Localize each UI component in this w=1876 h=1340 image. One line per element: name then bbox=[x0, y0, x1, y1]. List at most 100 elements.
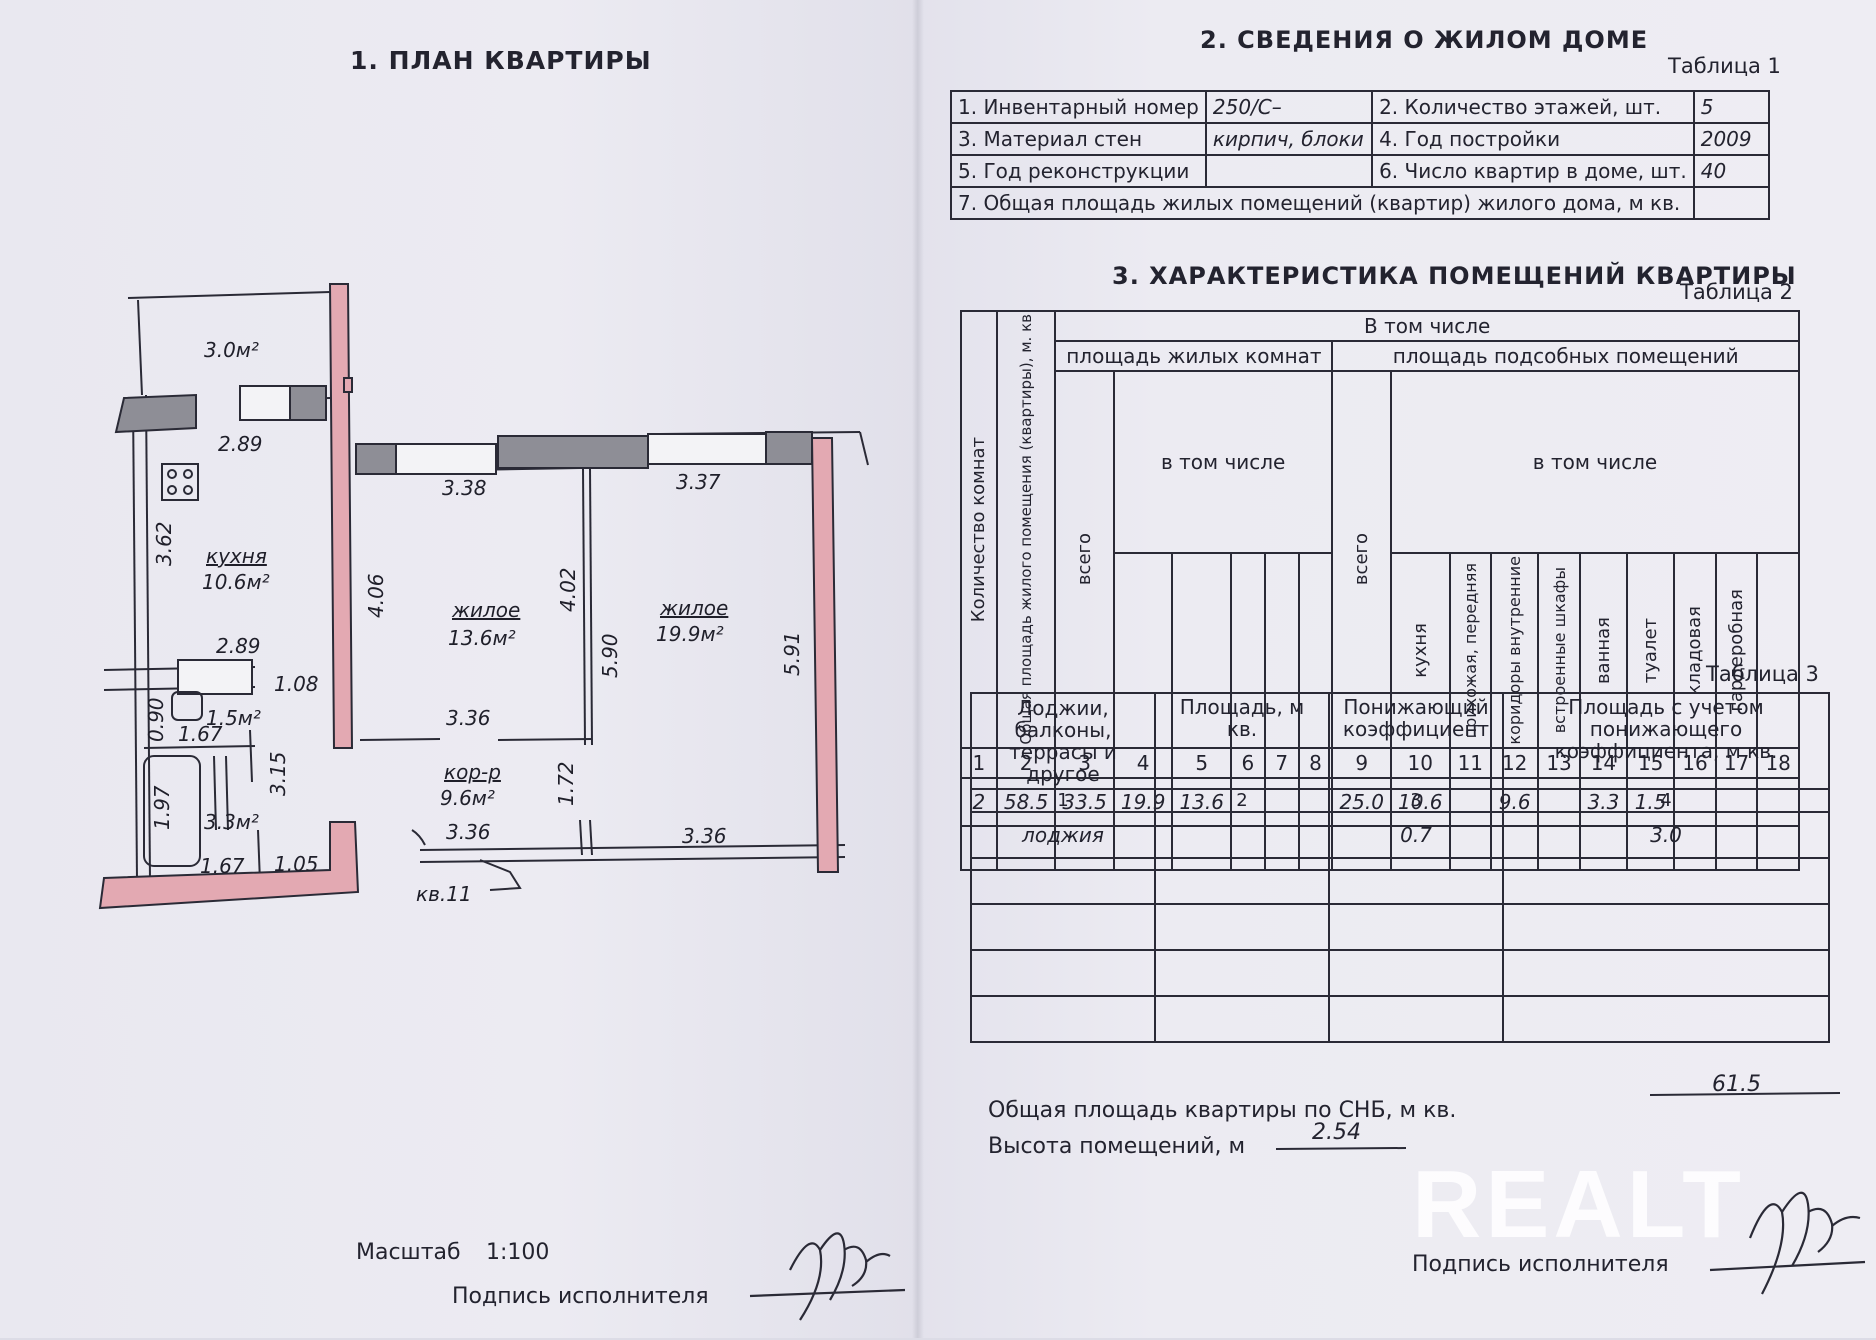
col-aux-all-header: всего bbox=[1351, 533, 1373, 586]
kitchen-label: кухня bbox=[206, 544, 267, 568]
value-cell: 250/С– bbox=[1204, 90, 1374, 124]
rooms-title: 3. ХАРАКТЕРИСТИКА ПОМЕЩЕНИЙ КВАРТИРЫ bbox=[1112, 262, 1797, 290]
value-cell: 0.7 bbox=[1328, 811, 1504, 859]
value-cell bbox=[970, 995, 1156, 1043]
value-cell bbox=[1502, 949, 1830, 997]
total-area-value: 61.5 bbox=[1712, 1072, 1761, 1097]
label-cell: 5. Год реконструкции bbox=[950, 154, 1207, 188]
value-cell: 3.0 bbox=[1502, 811, 1830, 859]
room-height-value: 2.54 bbox=[1312, 1120, 1361, 1145]
dim-3-15: 3.15 bbox=[266, 751, 290, 796]
value-cell: 5 bbox=[1692, 90, 1771, 124]
dim-2-89-top: 2.89 bbox=[218, 432, 263, 456]
dim-3-38: 3.38 bbox=[442, 476, 487, 500]
dim-3-62: 3.62 bbox=[152, 521, 176, 566]
table1-caption: Таблица 1 bbox=[1668, 54, 1781, 78]
aux-including-header: в том числе bbox=[1389, 369, 1801, 555]
label-cell: 2. Количество этажей, шт. bbox=[1371, 90, 1695, 124]
aux-area-header: площадь подсобных помещений bbox=[1331, 340, 1800, 372]
room2-label: жилое bbox=[660, 596, 729, 620]
table-row: 1. Инвентарный номер 250/С– 2. Количеств… bbox=[950, 90, 1771, 124]
living-area-header: площадь жилых комнат bbox=[1054, 340, 1334, 372]
floor-plan: 3.0м² 2.89 3.62 кухня 10.6м² 2.89 1.08 0… bbox=[0, 0, 918, 1338]
value-cell bbox=[970, 949, 1156, 997]
column-number-row: 1 2 3 4 bbox=[970, 788, 1830, 813]
room-height-label: Высота помещений, м bbox=[988, 1134, 1246, 1159]
room2-area: 19.9м² bbox=[656, 622, 724, 646]
dim-3-36-bottom: 3.36 bbox=[682, 824, 727, 848]
table2-caption: Таблица 2 bbox=[1680, 280, 1793, 304]
col-header: Лоджии, балконы, террасы и другое bbox=[970, 692, 1156, 790]
table-row bbox=[970, 903, 1830, 951]
corridor-area: 9.6м² bbox=[440, 786, 495, 810]
room1-area: 13.6м² bbox=[448, 626, 516, 650]
aux-col-header: кухня bbox=[1409, 622, 1431, 678]
value-cell bbox=[1328, 949, 1504, 997]
toilet-area: 1.5м² bbox=[206, 706, 261, 730]
value-cell: лоджия bbox=[970, 811, 1156, 859]
corridor-label: кор-р bbox=[444, 760, 501, 784]
table-row bbox=[970, 857, 1830, 905]
table-row: 3. Материал стен кирпич, блоки 4. Год по… bbox=[950, 122, 1771, 156]
kitchen-area: 10.6м² bbox=[202, 570, 270, 594]
col-number: 1 bbox=[970, 788, 1156, 813]
left-signature-label: Подпись исполнителя bbox=[452, 1284, 709, 1309]
plan-title: 1. ПЛАН КВАРТИРЫ bbox=[350, 46, 652, 75]
label-cell: 3. Материал стен bbox=[950, 122, 1207, 156]
value-cell bbox=[1328, 903, 1504, 951]
label-cell: 4. Год постройки bbox=[1371, 122, 1695, 156]
bath-area: 3.3м² bbox=[204, 810, 259, 834]
value-cell bbox=[1502, 903, 1830, 951]
dim-1-08: 1.08 bbox=[274, 672, 319, 696]
table-row: 5. Год реконструкции 6. Число квартир в … bbox=[950, 154, 1771, 188]
total-value-cell bbox=[1692, 186, 1771, 220]
value-cell bbox=[970, 857, 1156, 905]
total-area-label: Общая площадь квартиры по СНБ, м кв. bbox=[988, 1098, 1457, 1123]
table-row: лоджия 0.7 3.0 bbox=[970, 811, 1830, 859]
floor-plan-drawing bbox=[98, 283, 869, 910]
value-cell bbox=[1154, 811, 1330, 859]
value-cell bbox=[1502, 857, 1830, 905]
col-living-all-header: всего bbox=[1074, 533, 1096, 586]
col-count-header: Количество комнат bbox=[968, 436, 990, 622]
dim-1-05: 1.05 bbox=[274, 852, 319, 876]
dim-1-67-top: 1.67 bbox=[178, 722, 223, 746]
dim-1-67-bottom: 1.67 bbox=[200, 854, 245, 878]
dim-1-97: 1.97 bbox=[150, 785, 174, 830]
value-cell: 2009 bbox=[1692, 122, 1771, 156]
loggia-table: Лоджии, балконы, террасы и другое Площад… bbox=[970, 692, 1830, 1043]
value-cell: кирпич, блоки bbox=[1204, 122, 1374, 156]
col-header: Площадь с учетом понижающего коэффициент… bbox=[1502, 692, 1830, 790]
value-cell bbox=[1154, 995, 1330, 1043]
table3-caption: Таблица 3 bbox=[1706, 662, 1819, 686]
dim-4-06: 4.06 bbox=[364, 573, 388, 618]
dim-1-72: 1.72 bbox=[554, 761, 578, 806]
aux-col-header: туалет bbox=[1640, 617, 1662, 683]
total-area-underline bbox=[1650, 1092, 1840, 1096]
col-number: 3 bbox=[1328, 788, 1504, 813]
dim-0-90: 0.90 bbox=[144, 697, 168, 742]
room-height-underline bbox=[1276, 1147, 1406, 1150]
col-number: 2 bbox=[1154, 788, 1330, 813]
house-info-table: 1. Инвентарный номер 250/С– 2. Количеств… bbox=[950, 90, 1771, 220]
living-including-header: в том числе bbox=[1112, 369, 1334, 555]
right-signature bbox=[1709, 1191, 1866, 1295]
col-number: 4 bbox=[1502, 788, 1830, 813]
dim-4-02: 4.02 bbox=[556, 567, 580, 612]
aux-col-header: ванная bbox=[1592, 616, 1614, 684]
value-cell bbox=[1204, 154, 1374, 188]
aux-col-header: кладовая bbox=[1684, 605, 1706, 695]
dim-5-90: 5.90 bbox=[598, 633, 622, 678]
including-header: В том числе bbox=[1054, 310, 1800, 342]
total-label-cell: 7. Общая площадь жилых помещений (кварти… bbox=[950, 186, 1695, 220]
room1-label: жилое bbox=[452, 598, 521, 622]
value-cell bbox=[1328, 857, 1504, 905]
label-cell: 1. Инвентарный номер bbox=[950, 90, 1207, 124]
value-cell bbox=[1328, 995, 1504, 1043]
dim-2-89-bottom: 2.89 bbox=[216, 634, 261, 658]
table-row bbox=[970, 949, 1830, 997]
left-signature bbox=[749, 1232, 906, 1321]
value-cell bbox=[1154, 949, 1330, 997]
col-total-area-header: Общая площадь жилого помещения (квартиры… bbox=[1017, 314, 1036, 745]
value-cell bbox=[1154, 903, 1330, 951]
